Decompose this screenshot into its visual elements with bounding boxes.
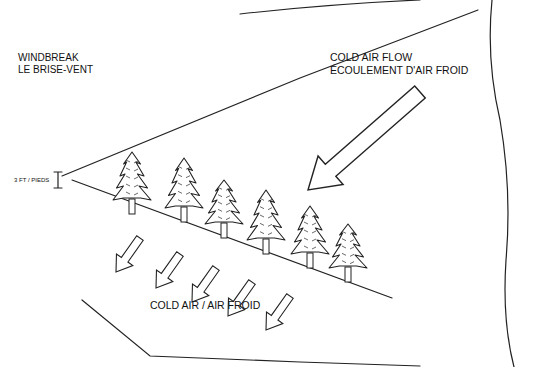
cold-air-arrow [116, 236, 143, 272]
ridge-line [240, 0, 420, 14]
cold-air-arrow [156, 252, 183, 288]
tree-trunk [307, 253, 313, 268]
tree-trunk [181, 207, 187, 222]
dimension-bracket [54, 172, 62, 188]
tree-texture [218, 187, 230, 219]
tree-crown [113, 152, 151, 200]
tree-texture [260, 198, 272, 234]
conifer-tree [165, 158, 203, 222]
label-text: ÉCOULEMENT D'AIR FROID [330, 65, 468, 77]
label-text: 3 FT / PIEDS [14, 177, 49, 184]
cold-air-flow-arrow [308, 86, 425, 190]
tree-trunk [345, 267, 351, 282]
tree-texture [126, 160, 138, 195]
conifer-tree [113, 152, 151, 214]
conifer-tree [247, 190, 285, 254]
tree-crown [329, 224, 367, 268]
label-text: COLD AIR / AIR FROID [150, 300, 260, 312]
tree-crown [205, 180, 243, 224]
tree-crown [291, 206, 329, 254]
tree-trunk [129, 199, 135, 214]
tree-trunk [263, 239, 269, 254]
tree-crown [247, 190, 285, 240]
label-text: COLD AIR FLOW [330, 52, 412, 64]
conifer-tree [205, 180, 243, 238]
tree-texture [178, 166, 190, 202]
cold-air-arrow [266, 294, 293, 330]
tree-texture [304, 214, 316, 249]
label-text: WINDBREAK [18, 52, 79, 63]
lower-slope-line [82, 300, 420, 366]
tree-trunk [221, 223, 227, 238]
valley-edge-line [490, 0, 514, 367]
tree-crown [165, 158, 203, 208]
tree-texture [342, 231, 354, 263]
cold-air-arrow [192, 266, 219, 302]
label-text: LE BRISE-VENT [18, 64, 93, 75]
conifer-tree [329, 224, 367, 282]
conifer-tree [291, 206, 329, 268]
